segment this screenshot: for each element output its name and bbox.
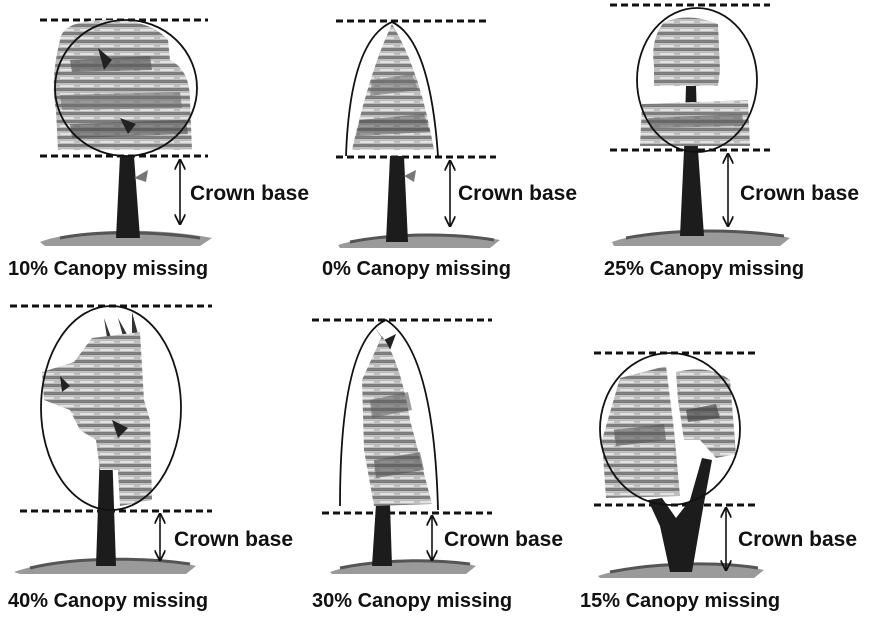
panel-5: Crown base 30% Canopy missing [312,320,563,612]
panel-caption: 0% Canopy missing [322,258,511,280]
panel-caption: 30% Canopy missing [312,590,512,612]
foliage [362,336,432,506]
panel-caption: 40% Canopy missing [8,590,208,612]
panel-caption: 25% Canopy missing [604,258,804,280]
ground [338,234,500,248]
foliage [602,366,736,498]
panel-2: Crown base 0% Canopy missing [322,21,577,280]
foliage [352,24,434,150]
trunk [116,156,148,238]
panel-1: Crown base 10% Canopy missing [8,20,309,280]
ground [330,560,476,574]
trunk [386,156,416,242]
crown-base-label: Crown base [740,182,859,205]
foliage [640,17,750,146]
crown-base-label: Crown base [458,182,577,205]
crown-base-label: Crown base [738,528,857,551]
crown-base-label: Crown base [190,182,309,205]
panel-caption: 15% Canopy missing [580,590,780,612]
crown-base-label: Crown base [444,528,563,551]
foliage [42,332,152,506]
panel-caption: 10% Canopy missing [8,258,208,280]
crown-base-label: Crown base [174,528,293,551]
panel-4: Crown base 40% Canopy missing [8,306,293,612]
foliage [54,20,192,150]
panel-3: Crown base 25% Canopy missing [604,5,859,280]
panel-6: Crown base 15% Canopy missing [580,353,857,612]
